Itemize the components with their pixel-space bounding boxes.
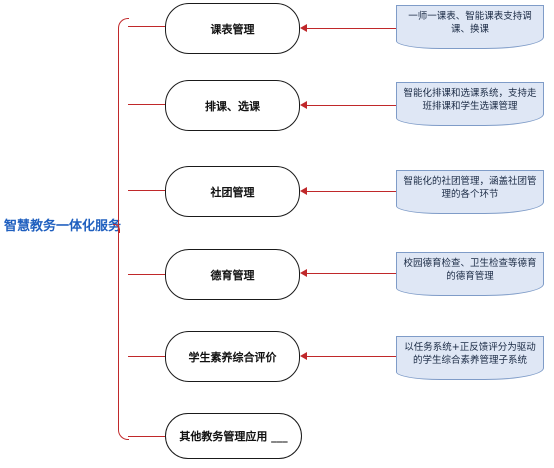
node-scheduling[interactable]: 排课、选课 [165,80,300,131]
note-scheduling: 智能化排课和选课系统，支持走班排课和学生选课管理 [396,82,544,126]
node-course-schedule[interactable]: 课表管理 [165,3,300,54]
node-evaluation[interactable]: 学生素养综合评价 [165,331,300,382]
note-evaluation: 以任务系统+正反馈评分为驱动的学生综合素养管理子系统 [396,336,544,380]
note-moral: 校园德育检查、卫生检查等德育的德育管理 [396,252,544,296]
node-moral[interactable]: 德育管理 [165,249,300,300]
bracket-notch [113,224,120,233]
branch-line-club [128,190,165,191]
root-label: 智慧教务一体化服务 [4,219,122,234]
note-course-schedule: 一师一课表、智能课表支持调课、换课 [396,5,544,49]
node-club[interactable]: 社团管理 [165,166,300,217]
branch-line-evaluation [128,356,165,357]
branch-line-course-schedule [128,26,165,27]
branch-line-moral [128,274,165,275]
note-club: 智能化的社团管理，涵盖社团管理的各个环节 [396,170,544,214]
branch-line-other [128,436,165,437]
branch-line-scheduling [128,104,165,105]
node-other[interactable]: 其他教务管理应用 ___ [165,413,302,459]
